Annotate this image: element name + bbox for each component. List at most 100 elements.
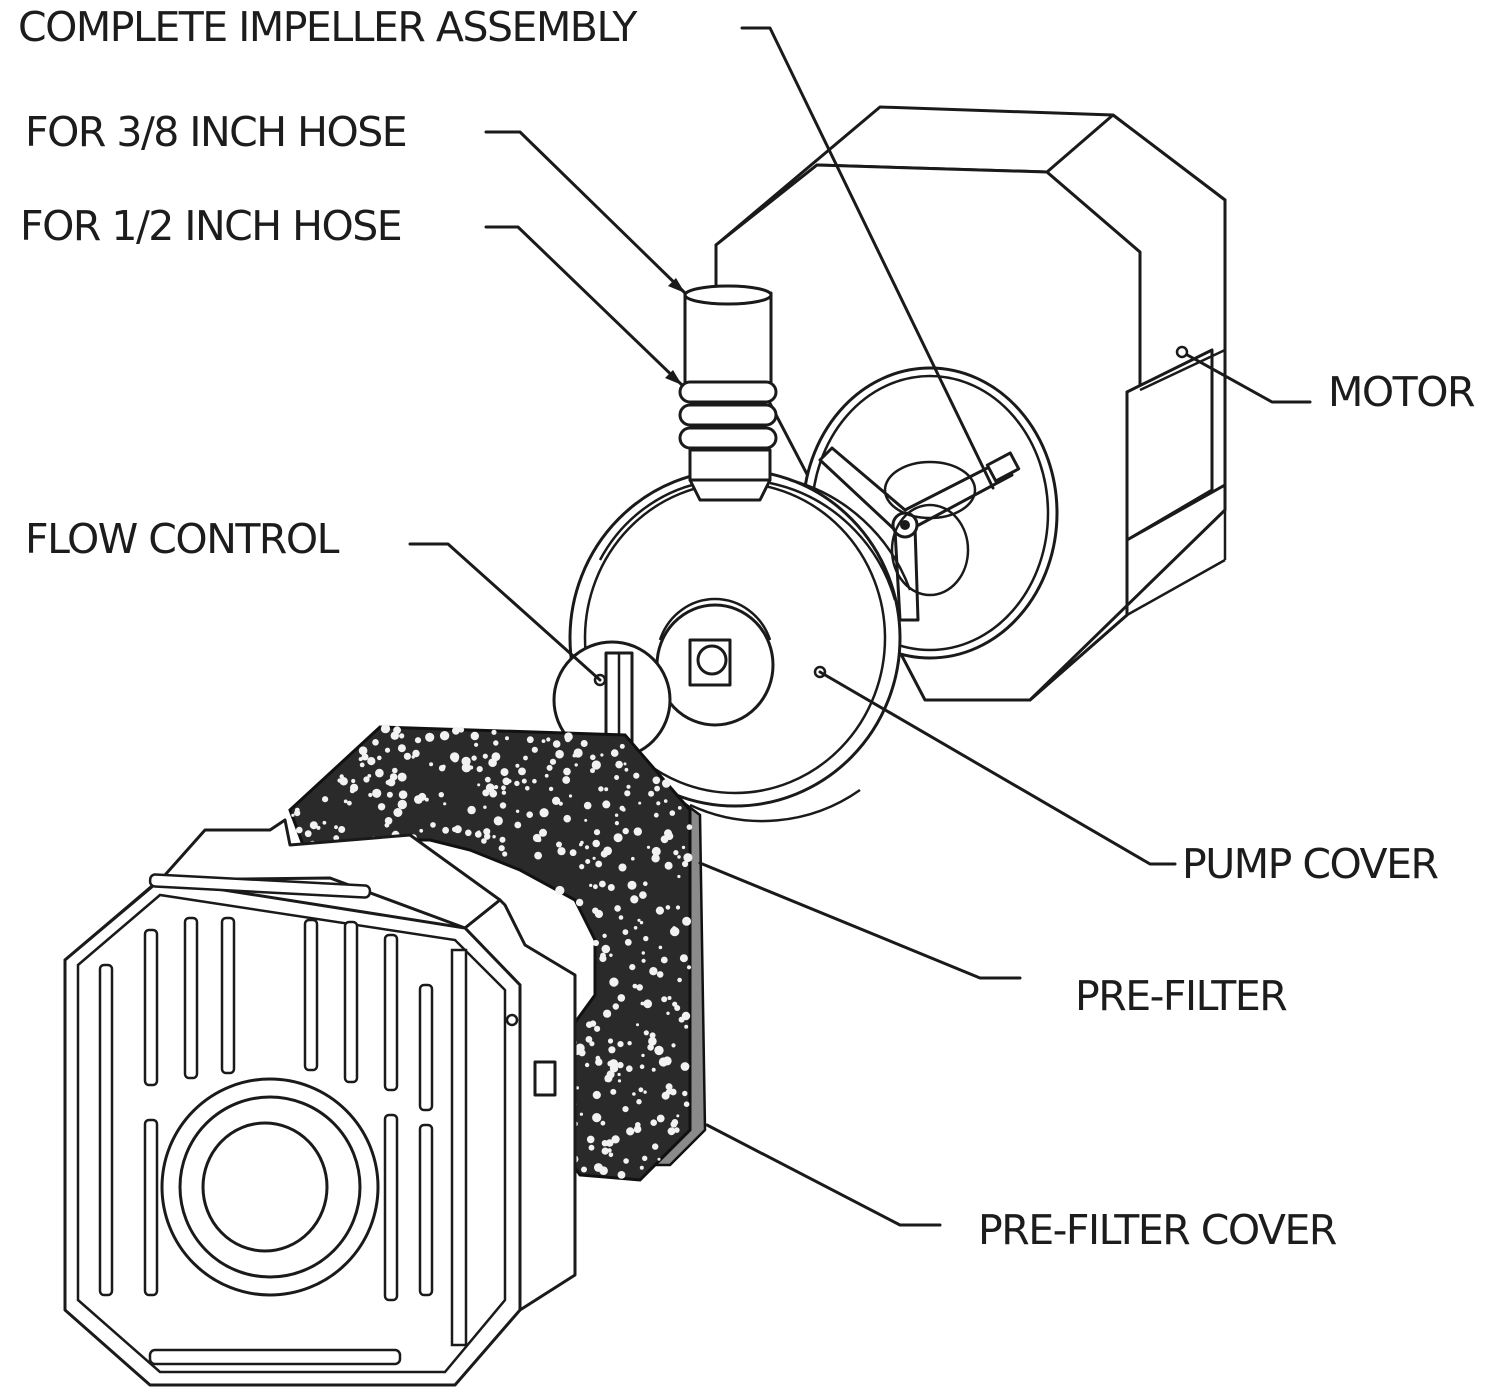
foam-pore <box>667 996 672 1000</box>
foam-pore <box>586 1135 595 1144</box>
foam-pore <box>610 1088 617 1095</box>
foam-pore <box>377 755 382 761</box>
foam-pore <box>579 864 585 870</box>
foam-pore <box>674 1005 681 1011</box>
foam-pore <box>639 920 644 925</box>
foam-pore <box>621 807 626 812</box>
foam-pore <box>605 1139 614 1147</box>
foam-pore <box>304 830 312 838</box>
foam-pore <box>623 762 627 766</box>
foam-pore <box>648 1037 657 1046</box>
foam-pore <box>618 915 624 920</box>
foam-pore <box>639 1165 644 1170</box>
foam-pore <box>579 842 583 847</box>
foam-pore <box>602 933 607 938</box>
foam-pore <box>675 905 681 910</box>
foam-pore <box>367 774 372 778</box>
foam-pore <box>507 779 512 784</box>
foam-pore <box>686 824 693 830</box>
foam-pore <box>403 752 411 760</box>
foam-pore <box>399 733 405 739</box>
label-pre-filter-cover: PRE-FILTER COVER <box>978 1206 1337 1254</box>
foam-pore <box>333 835 340 841</box>
foam-pore <box>627 880 637 890</box>
foam-pore <box>398 790 408 799</box>
cover-slot <box>383 933 399 1092</box>
foam-pore <box>680 1062 690 1071</box>
foam-pore <box>580 740 588 747</box>
foam-pore <box>573 748 583 758</box>
foam-pore <box>650 1119 657 1126</box>
leader-pump-cover <box>818 670 1177 866</box>
foam-pore <box>614 775 620 780</box>
foam-pore <box>347 800 352 806</box>
foam-pore <box>575 1086 580 1090</box>
foam-pore <box>603 846 612 856</box>
foam-pore <box>643 999 653 1009</box>
arrowhead-hose-3-8 <box>668 278 685 293</box>
foam-pore <box>449 752 460 762</box>
foam-pore <box>361 753 369 761</box>
foam-pore <box>607 1060 614 1067</box>
foam-pore <box>661 996 668 1003</box>
foam-pore <box>656 971 664 978</box>
foam-pore <box>556 841 562 848</box>
foam-pore <box>574 763 578 767</box>
foam-pore <box>666 1011 670 1015</box>
foam-pore <box>375 768 384 778</box>
foam-pore <box>641 958 646 963</box>
foam-pore <box>363 776 370 783</box>
foam-pore <box>681 845 686 850</box>
foam-pore <box>595 860 603 868</box>
foam-pore <box>523 755 528 761</box>
cover-slot <box>143 1118 159 1297</box>
foam-pore <box>643 1090 647 1094</box>
foam-pore <box>617 1041 624 1048</box>
foam-pore <box>414 795 423 804</box>
labels: COMPLETE IMPELLER ASSEMBLY FOR 3/8 INCH … <box>18 3 1476 1254</box>
foam-pore <box>614 821 620 826</box>
foam-pore <box>494 785 499 790</box>
foam-pore <box>613 833 623 843</box>
foam-pore <box>660 835 669 844</box>
foam-pore <box>617 1072 621 1077</box>
foam-pore <box>614 905 621 912</box>
foam-pore <box>627 1041 632 1046</box>
foam-pore <box>624 767 629 772</box>
foam-pore <box>439 731 450 741</box>
foam-pore <box>476 766 483 773</box>
foam-pore <box>643 935 649 942</box>
foam-pore <box>568 794 573 798</box>
foam-pore <box>617 1171 626 1179</box>
arrowhead-hose-1-2 <box>665 370 682 385</box>
foam-pore <box>392 767 398 774</box>
foam-pore <box>583 801 592 810</box>
foam-pore <box>541 739 546 743</box>
foam-pore <box>677 874 681 879</box>
foam-pore <box>632 983 638 989</box>
foam-pore <box>393 808 403 817</box>
foam-pore <box>622 1106 629 1113</box>
foam-pore <box>419 828 424 833</box>
foam-pore <box>638 1087 644 1093</box>
foam-pore <box>430 822 436 828</box>
label-complete-impeller-assembly: COMPLETE IMPELLER ASSEMBLY <box>18 3 638 51</box>
foam-pore <box>575 898 584 907</box>
foam-pore <box>397 744 406 753</box>
foam-pore <box>591 760 601 770</box>
foam-pore <box>501 790 507 795</box>
foam-pore <box>358 746 368 755</box>
foam-pore <box>425 732 435 742</box>
cover-slot <box>418 1123 434 1297</box>
foam-pore <box>384 822 390 828</box>
foam-pore <box>595 1055 601 1061</box>
foam-pore <box>461 756 471 766</box>
foam-pore <box>465 829 472 837</box>
foam-pore <box>654 785 660 792</box>
cover-slot <box>220 916 236 1075</box>
foam-pore <box>664 829 672 838</box>
foam-pore <box>502 777 511 786</box>
foam-pore <box>651 854 660 863</box>
foam-pore <box>368 792 373 798</box>
foam-pore <box>338 826 346 833</box>
